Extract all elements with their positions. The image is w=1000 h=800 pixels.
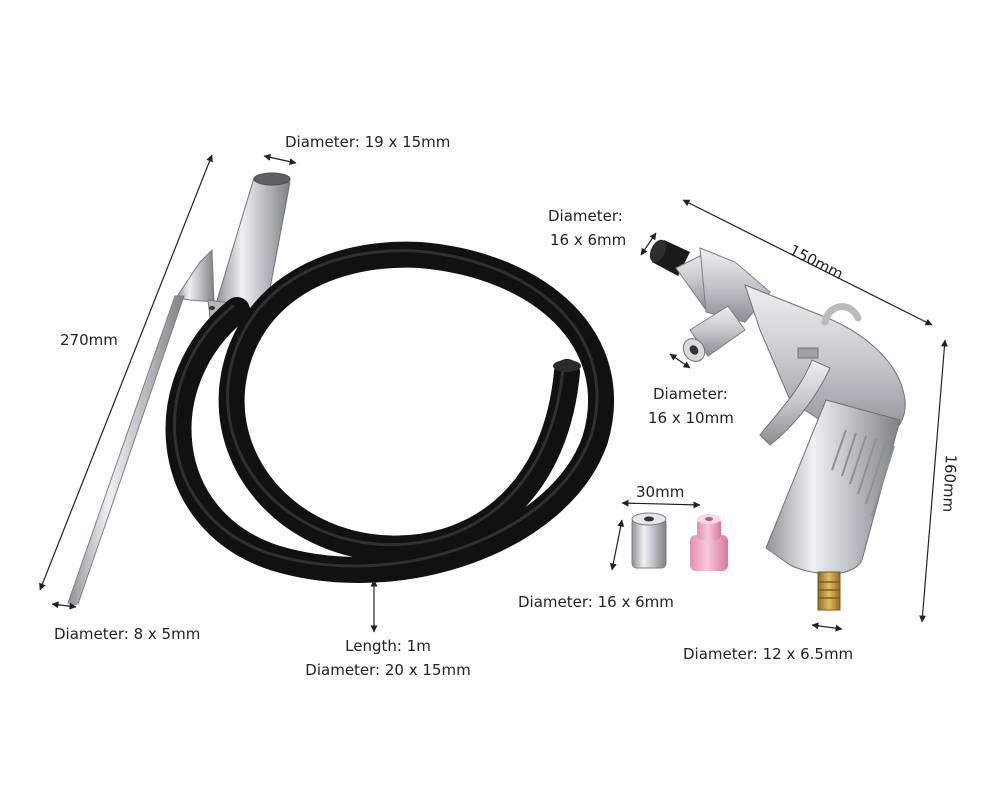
black-hose-icon <box>165 241 614 583</box>
fitting-diameter-label: Diameter: 12 x 6.5mm <box>683 645 854 663</box>
gun-inlet-diameter-label-line2: 16 x 10mm <box>648 409 734 427</box>
nozzle-width-label: 30mm <box>636 483 685 501</box>
ceramic-nozzle-icon <box>690 514 728 571</box>
probe-tip-diameter-label: Diameter: 8 x 5mm <box>54 625 201 643</box>
steel-nozzle-icon <box>631 512 667 569</box>
hose-diameter-label: Diameter: 20 x 15mm <box>305 661 471 679</box>
gun-nozzle-diameter-label-line1: Diameter: <box>548 207 623 225</box>
gun-inlet-diameter-label-line1: Diameter: <box>653 385 728 403</box>
hose-length-label: Length: 1m <box>345 637 431 655</box>
probe-top-diameter-label: Diameter: 19 x 15mm <box>285 133 451 151</box>
nozzles-diameter-label: Diameter: 16 x 6mm <box>518 593 674 611</box>
probe-length-label: 270mm <box>60 331 118 349</box>
dimension-arrows <box>39 153 948 633</box>
gun-nozzle-diameter-label-line2: 16 x 6mm <box>550 231 627 249</box>
gun-height-label: 160mm <box>938 454 961 513</box>
